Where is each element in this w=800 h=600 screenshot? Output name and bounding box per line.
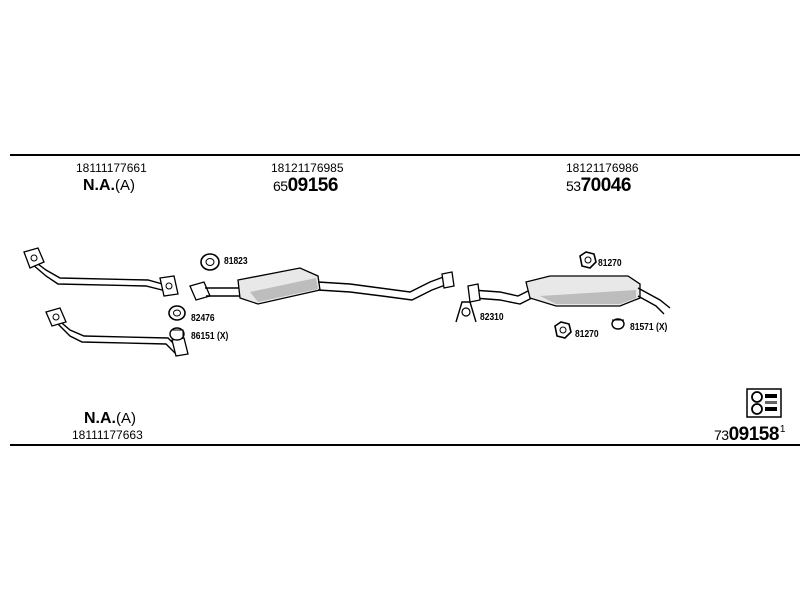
header-col3-catalog-number: 5370046: [566, 175, 631, 197]
header-col1-part-number: 18111177661: [76, 161, 147, 175]
footer-left-label: N.A.(A): [84, 410, 136, 428]
footer-catalog-superscript: 1: [779, 424, 786, 435]
callout-gasket-mid: 82476: [191, 313, 215, 324]
footer-left-label-suffix: (A): [116, 410, 136, 427]
header-col2-prefix: 65: [273, 178, 288, 194]
front-pipe-upper: [23, 247, 179, 297]
footer-catalog-number: 73091581: [714, 424, 785, 446]
front-pipe-lower: [45, 307, 189, 357]
footer-left-label-bold: N.A.: [84, 410, 116, 427]
header-col2-part-number: 18121176985: [271, 161, 344, 175]
bottom-divider: [10, 444, 800, 446]
parts-catalog-icon: [746, 388, 782, 418]
rear-muffler-assembly: [467, 275, 671, 315]
header-col1-label-bold: N.A.: [83, 177, 115, 194]
footer-catalog-prefix: 73: [714, 427, 729, 443]
callout-clamp-front: 86151 (X): [191, 331, 229, 342]
callout-rubber-bottom: 81270: [575, 329, 599, 340]
footer-left-part-number: 18111177663: [72, 428, 143, 442]
callout-gasket-top: 81823: [224, 256, 248, 267]
header-col2-main: 09156: [287, 175, 339, 196]
rear-clamp-icon: [611, 318, 625, 330]
callout-rubber-top: 81270: [598, 258, 622, 269]
header-col1-label-suffix: (A): [115, 177, 135, 194]
header-col3-prefix: 53: [566, 178, 581, 194]
header-col1-label: N.A.(A): [83, 177, 135, 195]
clamp-front-icon: [169, 327, 185, 341]
callout-rear-clamp: 81571 (X): [630, 322, 668, 333]
top-divider: [10, 154, 800, 156]
front-muffler-assembly: [189, 267, 455, 305]
hanger-icon: [455, 301, 477, 323]
header-col3-part-number: 18121176986: [566, 161, 639, 175]
footer-catalog-main: 09158: [728, 424, 780, 445]
header-col3-main: 70046: [580, 175, 632, 196]
header-col2-catalog-number: 6509156: [273, 175, 338, 197]
callout-hanger: 82310: [480, 312, 504, 323]
